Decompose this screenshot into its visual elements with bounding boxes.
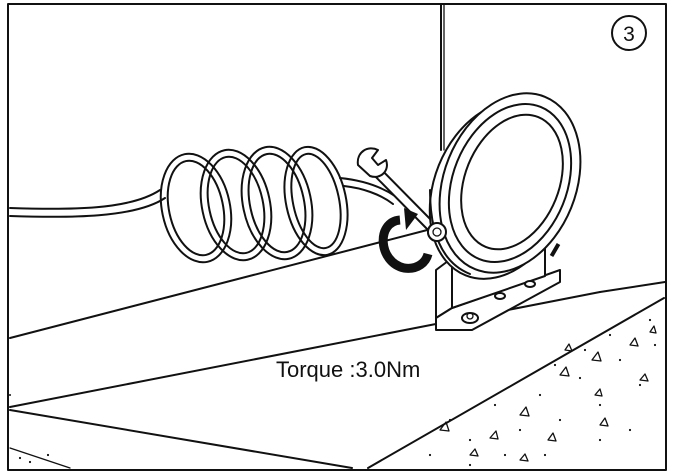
concrete-texture — [18, 318, 657, 467]
coiled-cable — [9, 145, 396, 264]
step-badge-circle — [611, 15, 647, 51]
diagram-frame — [7, 3, 667, 471]
torque-label: Torque :3.0Nm — [276, 357, 420, 382]
rotate-clockwise-icon — [378, 208, 433, 273]
step-number: 3 — [623, 23, 635, 46]
step-badge: 3 — [611, 15, 647, 51]
spotlight-fixture — [427, 92, 582, 280]
concrete-aggregate — [439, 325, 657, 462]
